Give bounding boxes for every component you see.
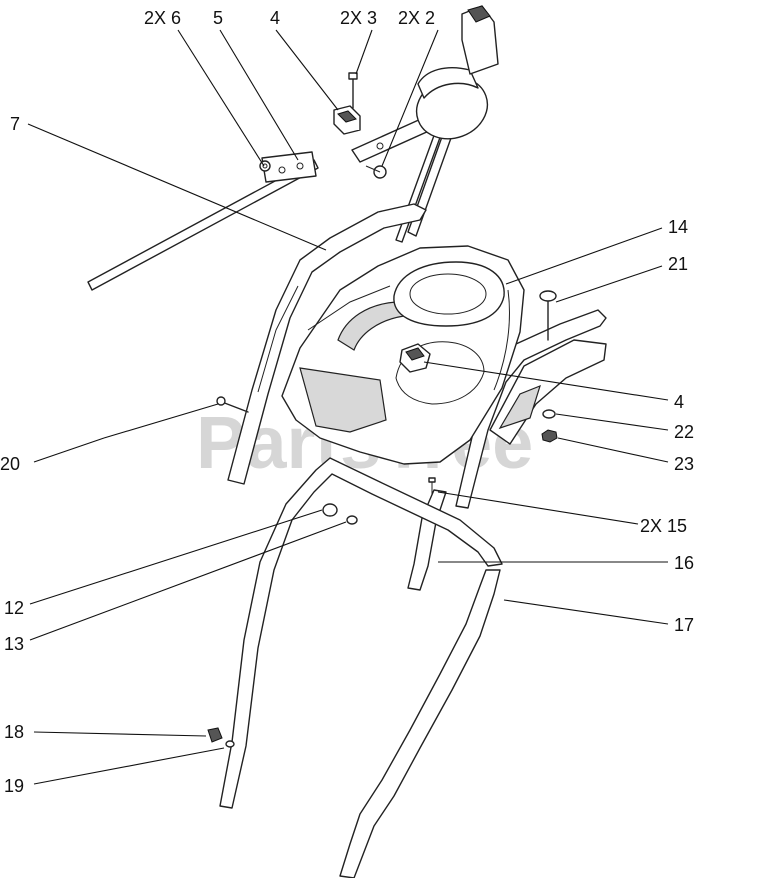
latch-4-mid — [399, 343, 431, 373]
callout-2x15: 2X 15 — [640, 516, 687, 536]
bolt-18 — [207, 727, 223, 743]
switch-block — [489, 339, 607, 445]
lower-handle-16 — [219, 457, 503, 809]
bracket-4-top — [333, 105, 361, 135]
callout-2x6: 2X 6 — [144, 8, 181, 28]
callout-23: 23 — [674, 454, 694, 474]
callout-19: 19 — [4, 776, 24, 796]
callout-5: 5 — [213, 8, 223, 28]
leader-lines — [27, 29, 669, 785]
callout-17: 17 — [674, 615, 694, 635]
callout-20: 20 — [0, 454, 20, 474]
callout-4-top: 4 — [270, 8, 280, 28]
callout-13: 13 — [4, 634, 24, 654]
callout-14: 14 — [668, 217, 688, 237]
nut-12 — [322, 503, 338, 517]
washer-13 — [346, 515, 358, 525]
callout-18: 18 — [4, 722, 24, 742]
bolt-21 — [539, 290, 557, 341]
callout-7: 7 — [10, 114, 20, 134]
shift-rod — [87, 151, 319, 291]
washer-19 — [225, 740, 235, 748]
cover-14 — [393, 261, 505, 327]
bolt-2 — [365, 165, 387, 179]
bolt-20 — [216, 396, 249, 413]
callout-16: 16 — [674, 553, 694, 573]
callout-2x2: 2X 2 — [398, 8, 435, 28]
callout-4-mid: 4 — [674, 392, 684, 412]
screw-15 — [428, 477, 436, 494]
callout-22: 22 — [674, 422, 694, 442]
callout-21: 21 — [668, 254, 688, 274]
lower-handle-17 — [339, 569, 501, 878]
bolt-3 — [348, 72, 358, 109]
callout-12: 12 — [4, 598, 24, 618]
callout-2x3: 2X 3 — [340, 8, 377, 28]
washer-22 — [542, 409, 556, 419]
nut-23 — [541, 429, 558, 443]
